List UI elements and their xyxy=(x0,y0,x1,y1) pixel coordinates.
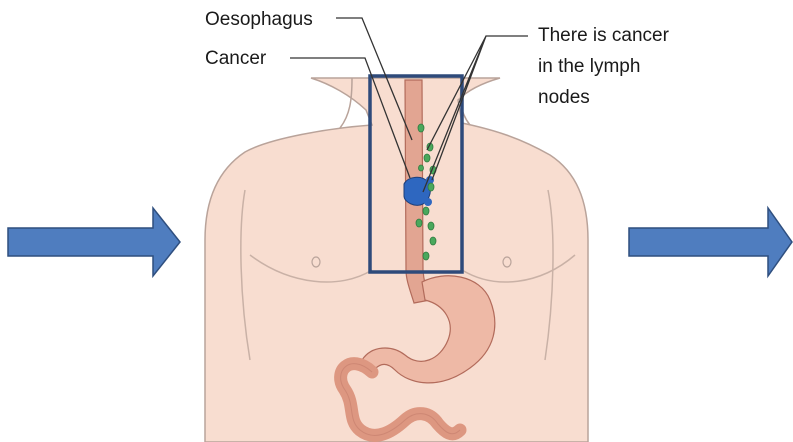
lymph-node xyxy=(430,237,436,245)
oesophagus-label: Oesophagus xyxy=(205,9,313,30)
lymph-node xyxy=(418,124,424,132)
left-arrow xyxy=(8,208,180,276)
lymph-node xyxy=(424,154,430,162)
cancer-label: Cancer xyxy=(205,48,267,69)
lymph-node xyxy=(428,222,434,230)
torso-outline xyxy=(205,78,588,442)
lymph-node xyxy=(423,207,429,215)
lymph-label-line1: There is cancer xyxy=(538,25,670,46)
lymph-node xyxy=(416,219,422,227)
lymph-node xyxy=(423,252,429,260)
lymph-label-line3: nodes xyxy=(538,87,590,108)
right-arrow xyxy=(629,208,792,276)
lymph-label-line2: in the lymph xyxy=(538,56,640,77)
lymph-node xyxy=(419,165,424,171)
tumour-node xyxy=(424,198,432,206)
lymph-node xyxy=(428,183,434,191)
